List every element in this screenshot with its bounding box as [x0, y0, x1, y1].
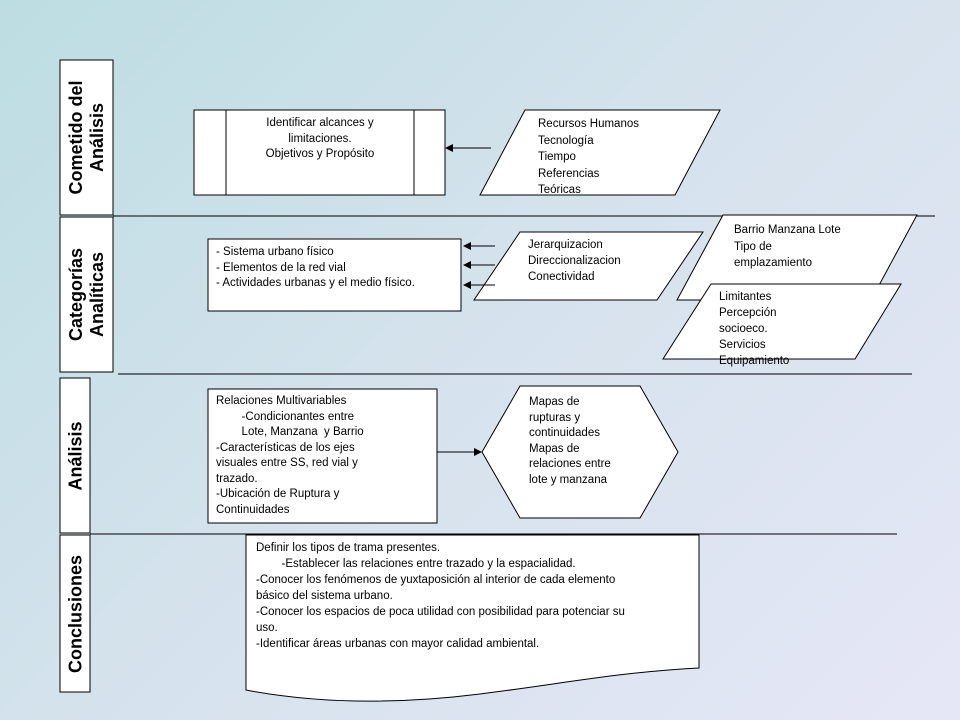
categories-list-text: - Sistema urbano físico - Elementos de l… [216, 246, 415, 289]
section-label-analisis: Análisis [65, 421, 85, 491]
analysis-line: trazado. [216, 472, 258, 485]
section-label-categorias: Categorías Analíticas [65, 247, 107, 342]
conclusions-text: Definir los tipos de trama presentes. -E… [256, 540, 696, 652]
categories-list-box [207, 238, 462, 312]
process-box [193, 109, 446, 196]
block-input-text: Barrio Manzana Lote Tipo de emplazamient… [734, 224, 841, 269]
section-cell-conclusiones [59, 534, 91, 693]
conclusions-line: -Establecer las relaciones entre trazado… [256, 558, 576, 570]
section-cell-analisis [59, 377, 91, 534]
analysis-line: visuales entre SS, red vial y [216, 457, 358, 469]
analysis-line: -Características de los ejes [216, 441, 355, 454]
analysis-line: Lote, Manzana y Barrio [216, 426, 364, 438]
analysis-line: -Condicionantes entre [216, 410, 355, 423]
maps-hexagon [481, 385, 679, 519]
process-text: Identificar alcances y limitaciones. Obj… [265, 117, 375, 160]
analysis-text: Relaciones Multivariables -Condicionante… [216, 394, 436, 518]
conclusions-line: -Identificar áreas urbanas con mayor cal… [256, 638, 540, 650]
limits-input-shape [662, 283, 902, 360]
analysis-line: Relaciones Multivariables [216, 395, 347, 407]
section-cell-categorias [59, 216, 114, 373]
analysis-line: Continuidades [216, 503, 290, 516]
conclusions-line: -Conocer los fenómenos de yuxtaposición … [256, 574, 616, 586]
section-label-cometido: Cometido del Análisis [65, 80, 107, 195]
conclusions-line: Definir los tipos de trama presentes. [256, 542, 441, 554]
section-cell-cometido [59, 59, 114, 216]
resources-input-text: Recursos Humanos Tecnología Tiempo Refer… [538, 118, 639, 196]
conclusions-document-shape [245, 534, 700, 702]
analysis-box [207, 388, 438, 524]
conclusions-line: uso. [256, 622, 278, 634]
limits-input-text: Limitantes Percepción socioeco. Servicio… [719, 291, 790, 367]
network-input-text: Jerarquizacion Direccionalizacion Conect… [528, 239, 621, 283]
maps-hexagon-text: Mapas de rupturas y continuidades Mapas … [529, 396, 611, 486]
analysis-line: -Ubicación de Ruptura y [216, 488, 340, 500]
network-input-shape [473, 231, 704, 301]
section-label-conclusiones: Conclusiones [65, 554, 85, 674]
resources-input-shape [479, 109, 721, 196]
conclusions-line: -Conocer los espacios de poca utilidad c… [256, 606, 625, 618]
conclusions-line: básico del sistema urbano. [256, 590, 393, 602]
